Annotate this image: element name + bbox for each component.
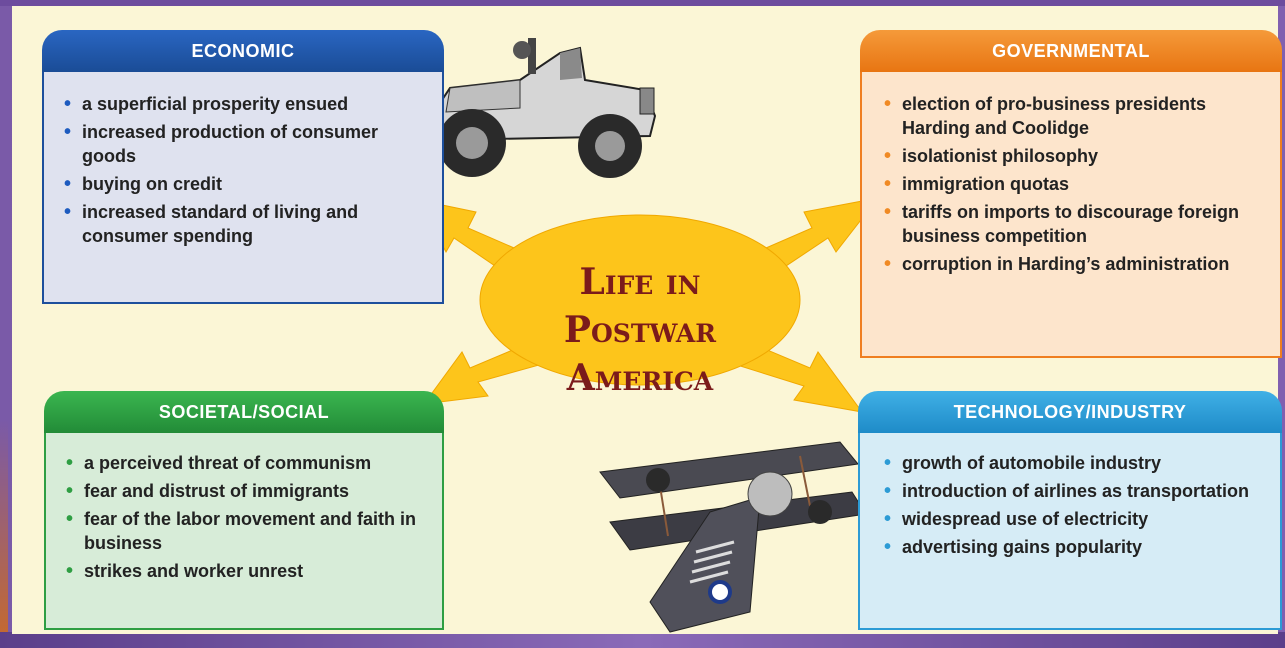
governmental-header: GOVERNMENTAL [860, 30, 1282, 72]
governmental-list: •election of pro-business presidents Har… [882, 92, 1272, 280]
list-item: •introduction of airlines as transportat… [884, 480, 1250, 502]
list-item: •fear of the labor movement and faith in… [66, 508, 417, 553]
technology-header: TECHNOLOGY/INDUSTRY [858, 391, 1282, 433]
biplane-icon [599, 441, 867, 633]
technology-list: •growth of automobile industry •introduc… [882, 451, 1272, 563]
central-ellipse [479, 214, 801, 386]
list-item: •a superficial prosperity ensued [64, 93, 349, 115]
societal-list: •a perceived threat of communism •fear a… [64, 451, 434, 587]
governmental-panel: GOVERNMENTAL •election of pro-business p… [860, 30, 1282, 358]
bullet-icon: • [64, 201, 72, 223]
bullet-icon: • [884, 253, 892, 275]
left-border [0, 420, 8, 648]
bottom-border [0, 632, 1285, 648]
vintage-car-icon [428, 38, 657, 178]
list-item: •corruption in Harding’s administration [884, 253, 1230, 275]
list-item: •tariffs on imports to discourage foreig… [884, 201, 1240, 246]
bullet-icon: • [884, 93, 892, 115]
bullet-icon: • [884, 173, 892, 195]
bullet-icon: • [66, 560, 74, 582]
list-item: •fear and distrust of immigrants [66, 480, 350, 502]
bullet-icon: • [64, 121, 72, 143]
bullet-icon: • [884, 145, 892, 167]
list-item: •isolationist philosophy [884, 145, 1099, 167]
central-title-line-2: Postwar America [563, 309, 717, 399]
economic-header: ECONOMIC [42, 30, 444, 72]
list-item: •increased production of consumer goods [64, 121, 379, 166]
list-item: •increased standard of living and consum… [64, 201, 359, 246]
central-title: Life in Postwar America [490, 258, 790, 402]
societal-header: SOCIETAL/SOCIAL [44, 391, 444, 433]
societal-panel: SOCIETAL/SOCIAL •a perceived threat of c… [44, 391, 444, 630]
list-item: •advertising gains popularity [884, 536, 1143, 558]
list-item: •buying on credit [64, 173, 223, 195]
bullet-icon: • [64, 173, 72, 195]
bullet-icon: • [66, 508, 74, 530]
bullet-icon: • [884, 201, 892, 223]
bullet-icon: • [884, 480, 892, 502]
bullet-icon: • [64, 93, 72, 115]
list-item: •immigration quotas [884, 173, 1070, 195]
bullet-icon: • [66, 480, 74, 502]
technology-panel: TECHNOLOGY/INDUSTRY •growth of automobil… [858, 391, 1282, 630]
bullet-icon: • [884, 452, 892, 474]
list-item: •a perceived threat of communism [66, 452, 372, 474]
economic-list: •a superficial prosperity ensued •increa… [62, 92, 432, 252]
list-item: •strikes and worker unrest [66, 560, 304, 582]
bullet-icon: • [884, 508, 892, 530]
list-item: •growth of automobile industry [884, 452, 1161, 474]
economic-panel: ECONOMIC •a superficial prosperity ensue… [42, 30, 444, 304]
list-item: •widespread use of electricity [884, 508, 1149, 530]
bullet-icon: • [884, 536, 892, 558]
central-title-line-1: Life in [579, 261, 701, 303]
list-item: •election of pro-business presidents Har… [884, 93, 1207, 138]
top-border [0, 0, 1285, 6]
bullet-icon: • [66, 452, 74, 474]
